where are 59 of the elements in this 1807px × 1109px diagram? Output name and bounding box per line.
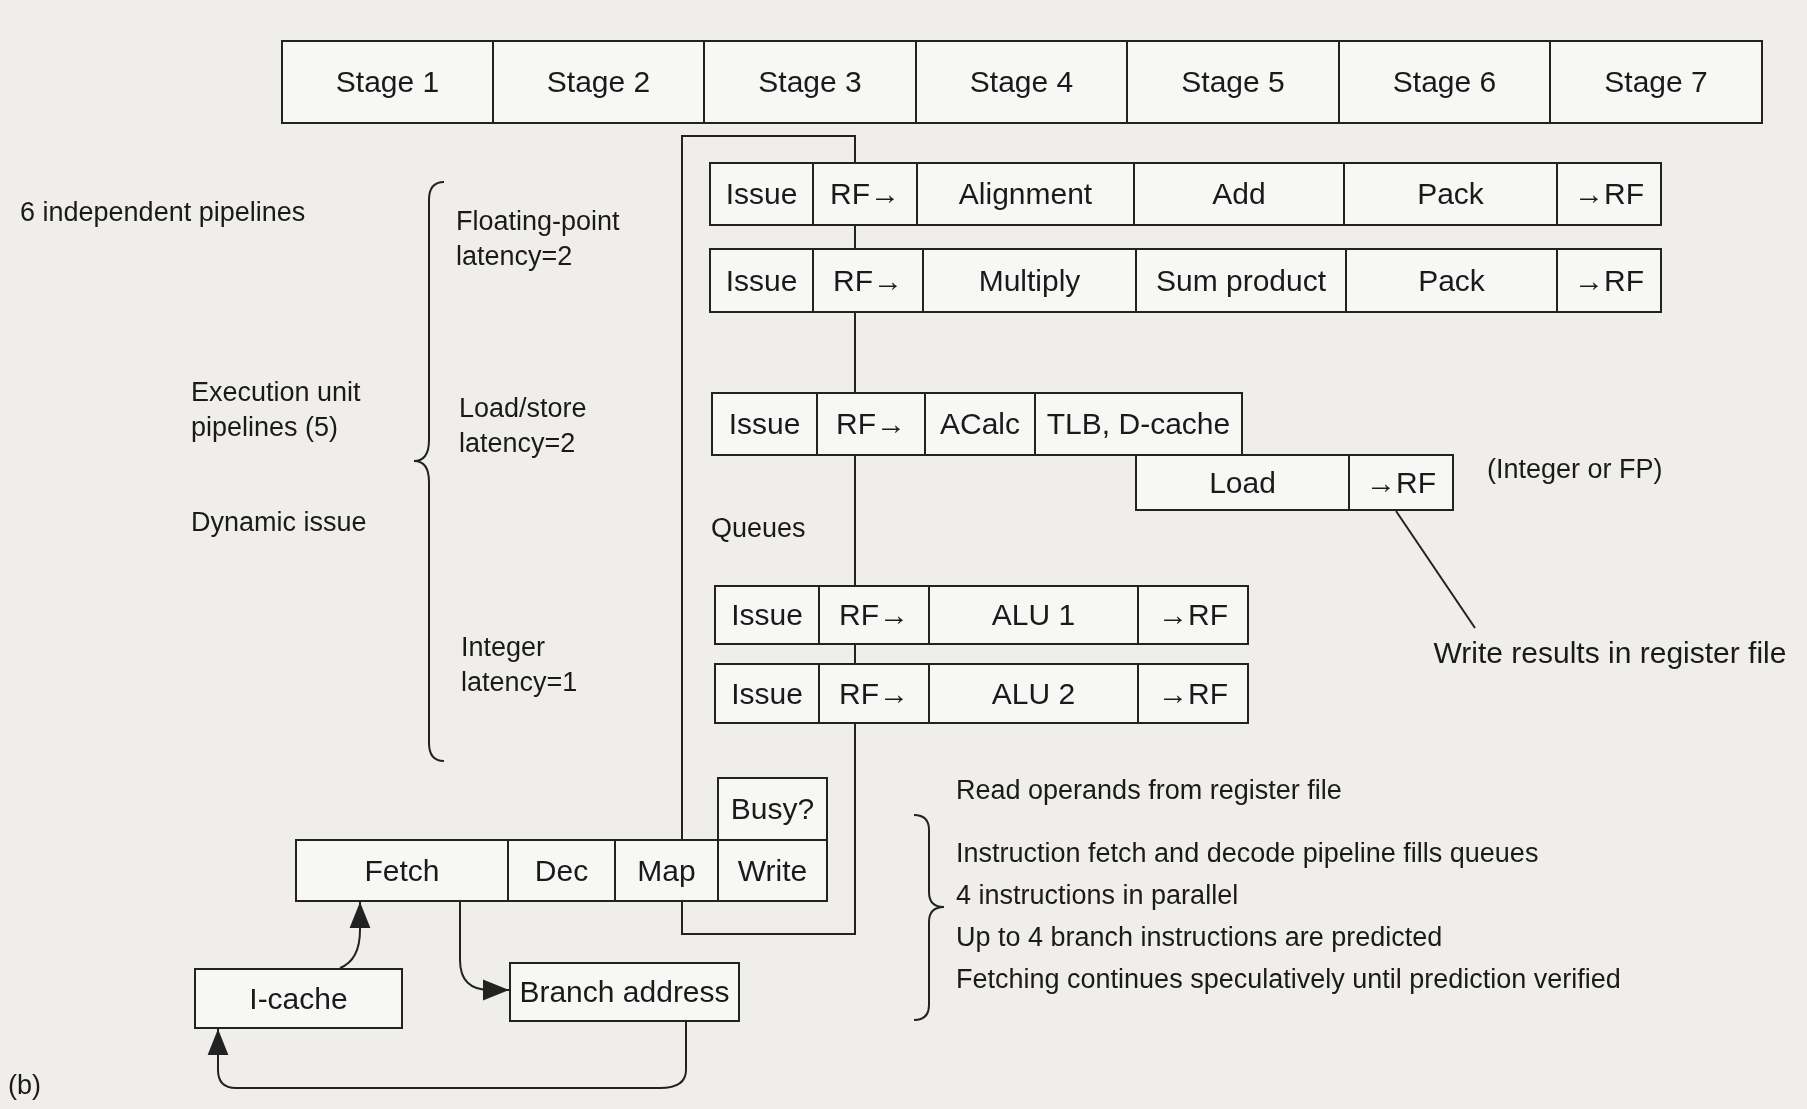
annotation-text: Fetching continues speculatively until prediction verified <box>956 963 1622 996</box>
pipeline-stage-box: Issue <box>714 663 820 724</box>
pipeline-stage-box: Pack <box>1345 248 1558 313</box>
pipeline-stage-box: Map <box>614 839 719 902</box>
pipeline-stage-box: Add <box>1133 162 1345 226</box>
annotation-text: Read operands from register file <box>956 774 1343 807</box>
stage-header: Stage 7 <box>1549 40 1763 124</box>
stage-header: Stage 5 <box>1126 40 1340 124</box>
pipeline-stage-box: Busy? <box>717 777 828 841</box>
pipeline-stage-box: Issue <box>714 585 820 645</box>
cache-box: I-cache <box>194 968 403 1029</box>
panel-label: (b) <box>8 1069 42 1102</box>
annotation-text: Dynamic issue <box>191 506 368 539</box>
pipeline-stage-box: Multiply <box>922 248 1137 313</box>
pipeline-stage-box: ACalc <box>924 392 1036 456</box>
pipeline-stage-box: Write <box>717 839 828 902</box>
arrow <box>339 901 371 969</box>
pipeline-stage-box: →RF <box>1556 162 1662 226</box>
annotation-text: Instruction fetch and decode pipeline fills queues <box>956 837 1540 870</box>
annotation-text: Floating-point latency=2 <box>456 205 621 274</box>
stage-header: Stage 6 <box>1338 40 1551 124</box>
annotation-text: Queues <box>711 512 807 545</box>
pipeline-stage-box: Sum product <box>1135 248 1347 313</box>
annotation-text: (Integer or FP) <box>1487 453 1664 486</box>
pipeline-stage-box: RF→ <box>812 248 924 313</box>
pipeline-stage-box: RF→ <box>818 663 930 724</box>
pipeline-stage-box: Load <box>1135 454 1350 511</box>
annotation-text: Load/store latency=2 <box>459 392 588 461</box>
annotation-text: 6 independent pipelines <box>20 196 307 229</box>
stage-header: Stage 1 <box>281 40 494 124</box>
pipeline-stage-box: Issue <box>709 248 814 313</box>
annotation-text: Up to 4 branch instructions are predicted <box>956 921 1444 954</box>
pipeline-stage-box: Issue <box>711 392 818 456</box>
pipeline-stage-box: RF→ <box>816 392 926 456</box>
annotation-text: Execution unit pipelines (5) <box>191 376 362 445</box>
pipeline-stage-box: Alignment <box>916 162 1135 226</box>
pipeline-stage-box: →RF <box>1556 248 1662 313</box>
pipeline-stage-box: TLB, D-cache <box>1034 392 1243 456</box>
arrow <box>207 1021 687 1089</box>
pipeline-stage-box: Fetch <box>295 839 509 902</box>
stage-header: Stage 3 <box>703 40 917 124</box>
pipeline-stage-box: Issue <box>709 162 814 226</box>
leader-line <box>1395 510 1476 629</box>
stage-header: Stage 4 <box>915 40 1128 124</box>
arrow <box>459 901 510 1001</box>
pipeline-stage-box: →RF <box>1348 454 1454 511</box>
pipeline-stage-box: →RF <box>1137 663 1249 724</box>
annotation-text: 4 instructions in parallel <box>956 879 1240 912</box>
pipeline-stage-box: ALU 1 <box>928 585 1139 645</box>
pipeline-stage-box: RF→ <box>812 162 918 226</box>
annotation-text: Integer latency=1 <box>461 631 579 700</box>
pipeline-stage-box: RF→ <box>818 585 930 645</box>
pipeline-stage-box: Pack <box>1343 162 1558 226</box>
branch-address-box: Branch address <box>509 962 740 1022</box>
stage-header: Stage 2 <box>492 40 705 124</box>
annotation-text: Write results in register file <box>1420 628 1800 678</box>
pipeline-stage-box: ALU 2 <box>928 663 1139 724</box>
pipeline-stage-box: →RF <box>1137 585 1249 645</box>
pipeline-stage-box: Dec <box>507 839 616 902</box>
